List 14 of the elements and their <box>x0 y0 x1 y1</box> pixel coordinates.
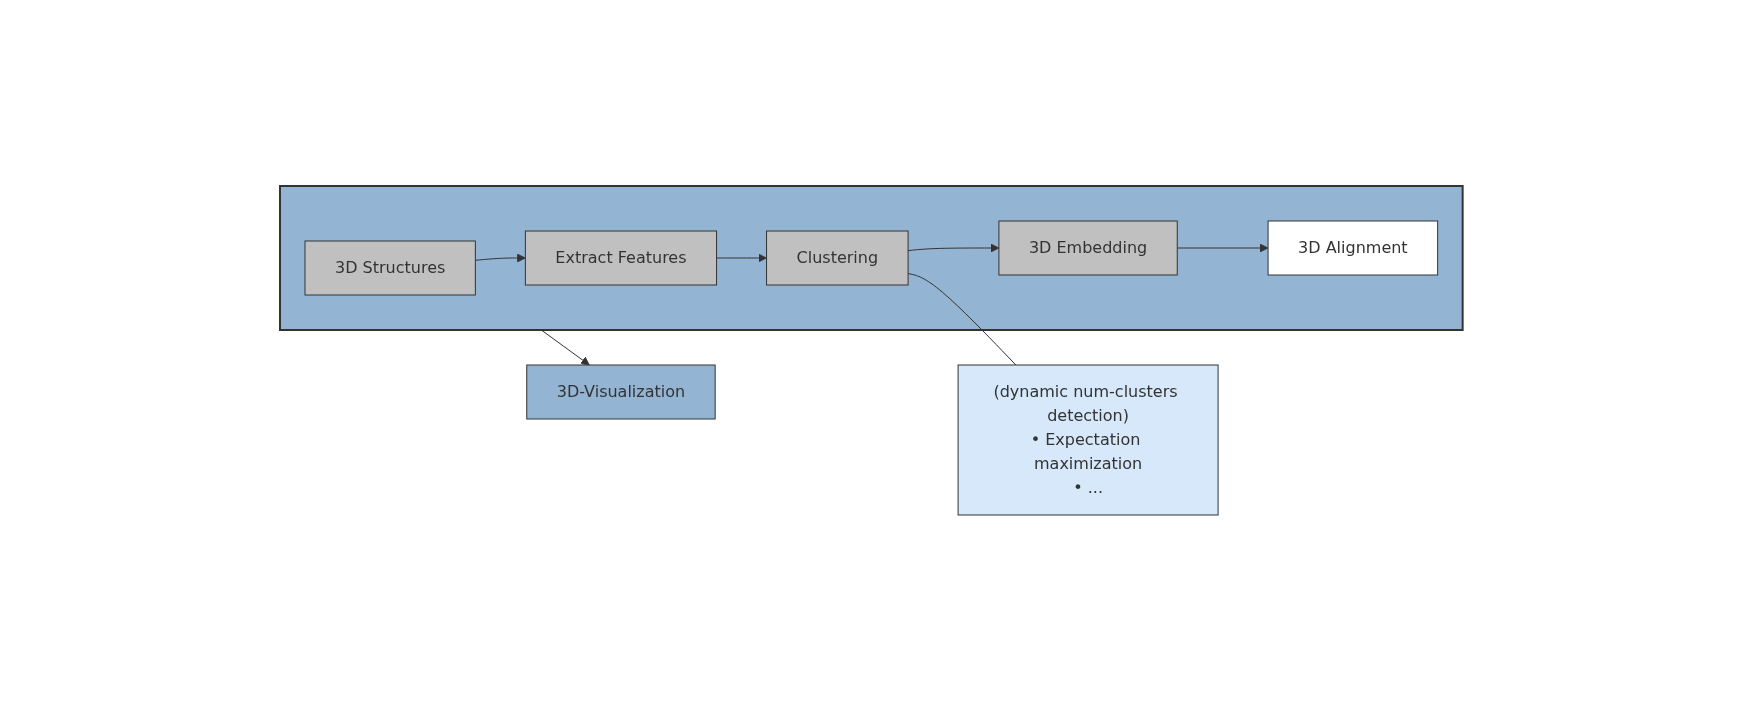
node-box: 3D Structures <box>304 240 476 296</box>
node-box: Extract Features <box>524 230 717 286</box>
node-box: (dynamic num-clusters detection) • Expectation maximization • ... <box>957 364 1219 516</box>
node-box: 3D Embedding <box>998 220 1178 276</box>
arrow <box>540 329 590 366</box>
arrow <box>1176 243 1269 253</box>
arrow <box>907 243 999 253</box>
node-box: Clustering <box>765 230 909 286</box>
arrow <box>715 253 767 263</box>
node-box: 3D Alignment <box>1267 220 1438 276</box>
cluster <box>278 185 1464 331</box>
node-box: 3D-Visualization <box>525 364 716 420</box>
connector <box>907 273 1017 366</box>
arrow <box>474 253 526 263</box>
